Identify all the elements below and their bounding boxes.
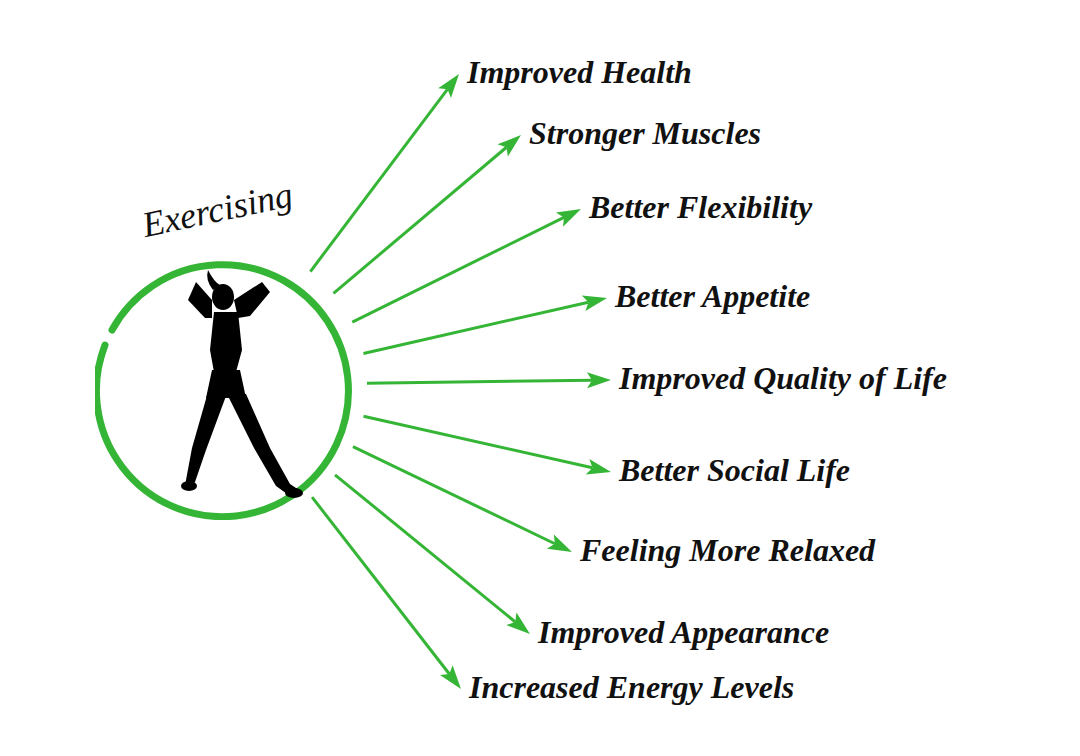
arrow-head: [582, 296, 607, 312]
benefit-label: Better Flexibility: [587, 189, 814, 226]
arrow-head: [498, 135, 521, 157]
benefit-text: Stronger Muscles: [529, 115, 761, 151]
benefit-label: Stronger Muscles: [527, 115, 763, 152]
benefit-arrow: [333, 135, 521, 293]
circle-illustration: [95, 190, 365, 520]
benefit-text: Improved Health: [467, 54, 692, 90]
benefit-arrow: [335, 475, 530, 634]
arrow-head: [556, 209, 581, 227]
benefit-arrow: [352, 209, 581, 322]
benefit-label: Better Appetite: [613, 278, 812, 315]
arrow-head: [547, 534, 572, 552]
benefit-text: Feeling More Relaxed: [580, 532, 875, 568]
benefit-label: Improved Quality of Life: [617, 360, 949, 397]
arrow-line: [367, 380, 592, 383]
benefit-arrow: [367, 372, 611, 388]
arrow-head: [438, 74, 459, 98]
arrow-line: [310, 89, 447, 271]
benefit-arrow: [312, 497, 461, 689]
benefit-arrow: [353, 447, 572, 552]
benefit-arrow: [310, 74, 459, 272]
benefit-arrow: [364, 416, 611, 474]
arrow-head: [586, 459, 611, 475]
benefit-text: Improved Appearance: [538, 614, 829, 650]
exercise-circle: Exercising: [95, 190, 365, 520]
arrow-head: [587, 372, 611, 388]
hub-title: Exercising: [138, 173, 296, 246]
arrow-line: [364, 416, 593, 468]
benefit-text: Improved Quality of Life: [619, 360, 947, 396]
arrow-head: [440, 665, 461, 689]
arrow-line: [333, 147, 506, 293]
arrow-line: [363, 302, 588, 353]
arrow-head: [506, 613, 530, 634]
benefit-label: Increased Energy Levels: [467, 669, 796, 706]
benefit-text: Increased Energy Levels: [469, 669, 794, 705]
benefit-label: Better Social Life: [617, 452, 852, 489]
benefit-text: Better Appetite: [615, 278, 810, 314]
benefit-label: Feeling More Relaxed: [578, 532, 877, 569]
arrow-line: [353, 447, 555, 544]
benefit-label: Improved Health: [465, 54, 694, 91]
arrow-line: [312, 497, 449, 674]
benefit-arrow: [363, 296, 607, 354]
benefit-text: Better Social Life: [619, 452, 850, 488]
benefit-text: Better Flexibility: [589, 189, 812, 225]
arrow-line: [352, 217, 564, 322]
arrow-line: [335, 475, 515, 622]
benefit-label: Improved Appearance: [536, 614, 831, 651]
